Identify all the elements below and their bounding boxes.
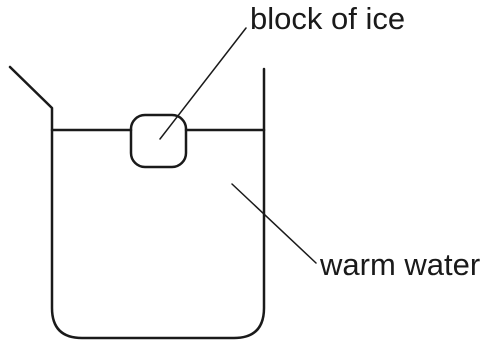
beaker-outline (8, 65, 266, 340)
water-leader-line (231, 183, 317, 264)
ice-leader-line (159, 27, 247, 140)
ice-label: block of ice (250, 1, 405, 36)
ice-block (129, 113, 188, 169)
water-label: warm water (319, 247, 480, 282)
